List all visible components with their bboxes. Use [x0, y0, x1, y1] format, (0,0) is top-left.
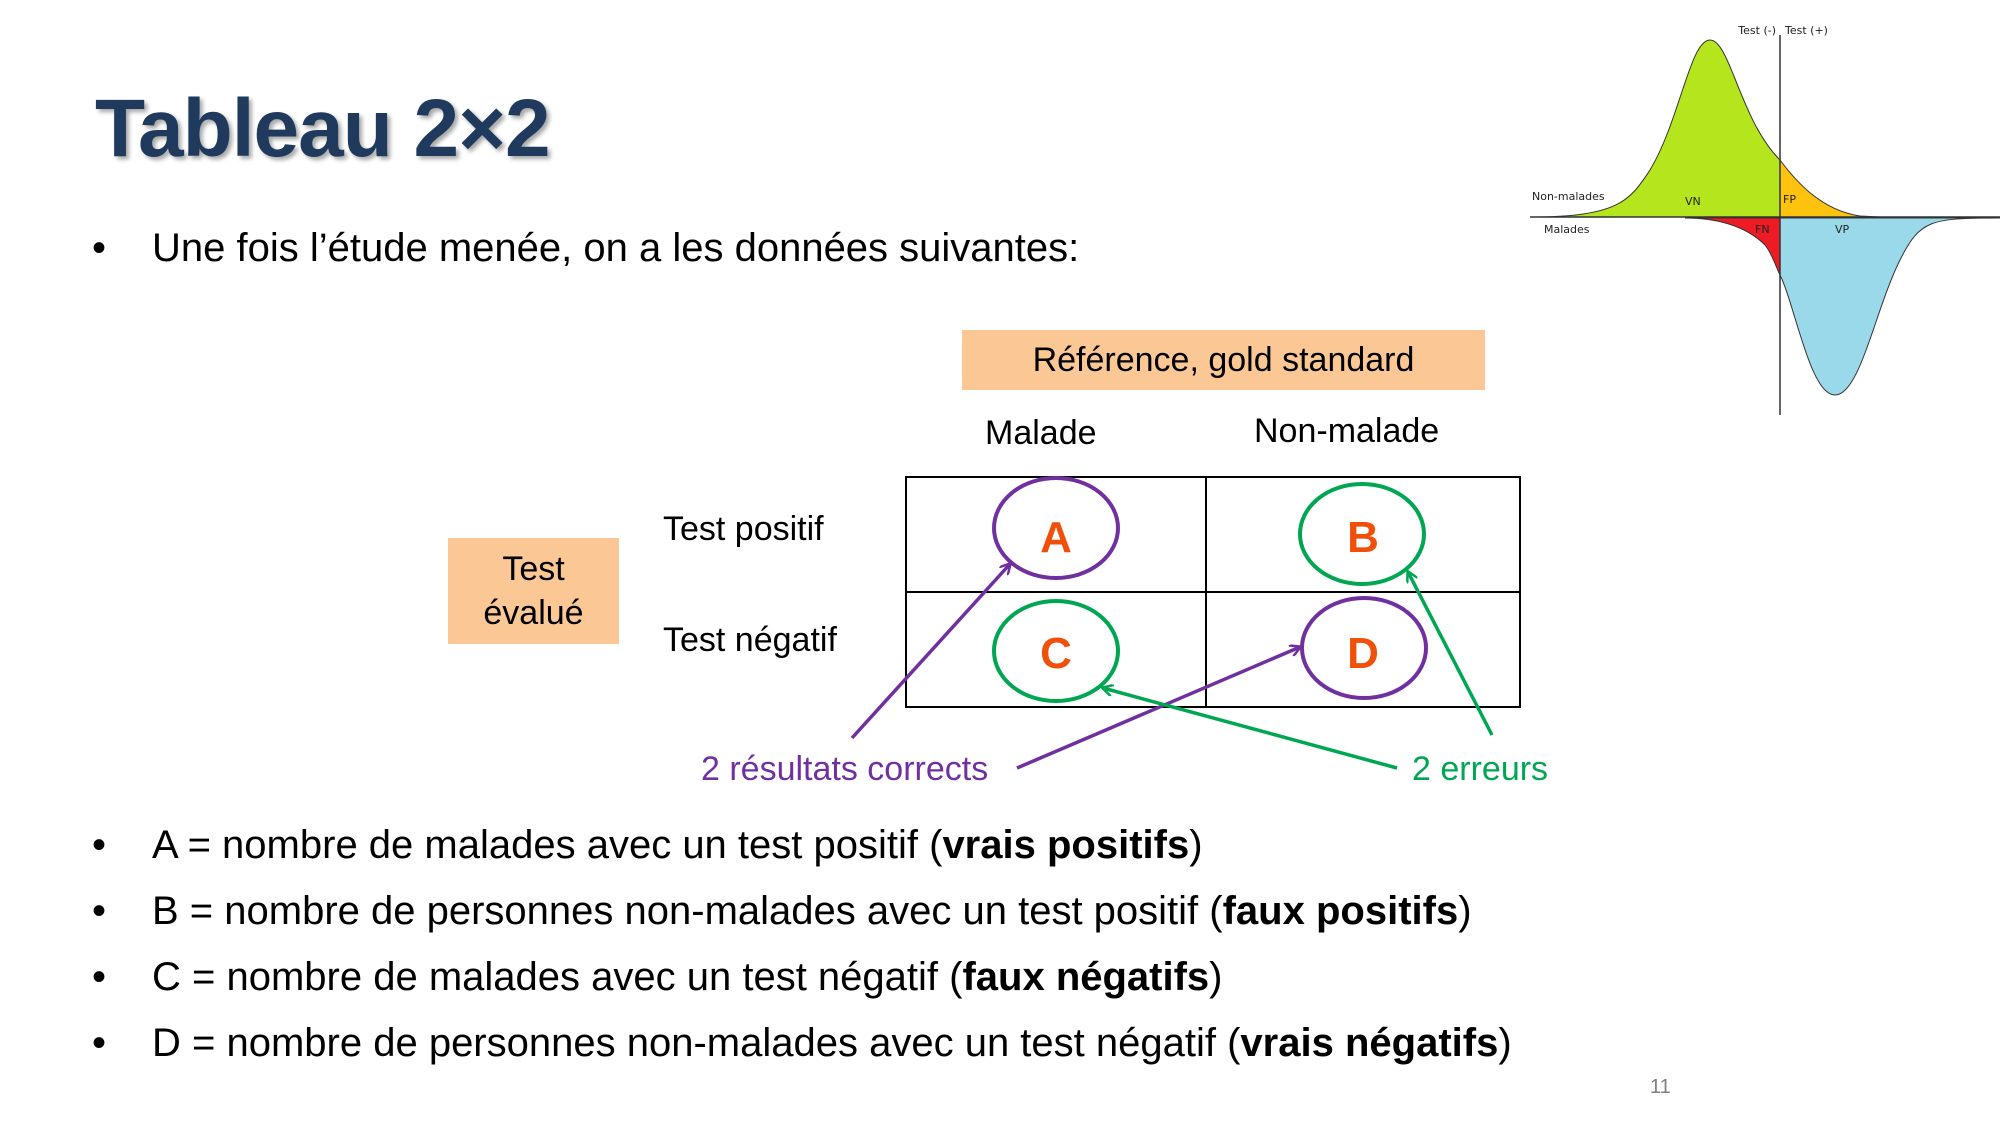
test-pos-label: Test (+): [1784, 24, 1828, 37]
test-box-line1: Test: [502, 550, 565, 588]
annotation-correct: 2 résultats corrects: [701, 750, 989, 788]
vn-region: [1530, 39, 1781, 218]
cell-d: D: [1347, 629, 1379, 678]
definition-b-end: ): [1458, 889, 1472, 933]
definition-a-term: vrais positifs: [942, 823, 1190, 867]
definition-a-text: A = nombre de malades avec un test posit…: [152, 823, 943, 867]
definition-c-text: C = nombre de malades avec un test négat…: [152, 955, 963, 999]
bullet-dot: •: [92, 1021, 107, 1065]
bullet-dot: •: [92, 955, 107, 999]
arrow-correct-to-d: [1016, 647, 1300, 770]
fp-label: FP: [1783, 193, 1796, 206]
definition-d-term: vrais négatifs: [1240, 1021, 1499, 1065]
bullet-dot: •: [92, 226, 107, 270]
row-label-test-positif: Test positif: [663, 510, 824, 548]
cell-c: C: [1040, 629, 1072, 678]
definition-c-end: ): [1209, 955, 1223, 999]
definition-b-term: faux positifs: [1222, 889, 1459, 933]
non-malades-label: Non-malades: [1532, 190, 1605, 203]
definition-d: • D = nombre de personnes non-malades ave…: [92, 1021, 1512, 1066]
column-header-malade: Malade: [985, 414, 1097, 452]
bullet-dot: •: [92, 823, 107, 867]
bullet-dot: •: [92, 889, 107, 933]
definition-d-end: ): [1498, 1021, 1512, 1065]
annotation-errors: 2 erreurs: [1412, 750, 1549, 788]
test-box-line2: évalué: [483, 594, 584, 632]
arrow-correct-to-a: [850, 564, 1010, 740]
definition-b: • B = nombre de personnes non-malades ave…: [92, 889, 1472, 934]
vp-region: [1779, 217, 2000, 396]
definition-b-text: B = nombre de personnes non-malades avec…: [152, 889, 1223, 933]
circle-b: [1298, 482, 1426, 586]
arrow-error-to-b: [1408, 572, 1494, 736]
definition-a: • A = nombre de malades avec un test posi…: [92, 823, 1203, 868]
cell-b: B: [1347, 513, 1379, 562]
arrow-error-to-c: [1103, 688, 1398, 770]
definition-a-end: ): [1189, 823, 1203, 867]
definition-c-term: faux négatifs: [962, 955, 1210, 999]
reference-header: Référence, gold standard: [962, 330, 1485, 390]
vn-label: VN: [1685, 195, 1701, 208]
circle-a: [992, 476, 1120, 580]
test-neg-label: Test (-): [1737, 24, 1776, 37]
fn-region: [1684, 217, 1781, 277]
malades-label: Malades: [1544, 223, 1590, 236]
definition-d-text: D = nombre de personnes non-malades avec…: [152, 1021, 1241, 1065]
vp-label: VP: [1835, 223, 1850, 236]
cell-a: A: [1040, 513, 1072, 562]
test-evalue-box: Test évalué: [448, 538, 619, 644]
definition-c: • C = nombre de malades avec un test néga…: [92, 955, 1223, 1000]
distribution-figure: Test (-) Test (+) Non-malades Malades VN…: [1530, 24, 2000, 415]
row-label-test-negatif: Test négatif: [663, 621, 837, 659]
circle-c: [992, 599, 1120, 703]
page-number: 11: [1650, 1076, 1671, 1098]
intro-bullet: • Une fois l’étude menée, on a les donnée…: [92, 226, 1079, 271]
fn-label: FN: [1755, 223, 1770, 236]
slide-title: Tableau 2×2: [95, 83, 551, 174]
column-header-non-malade: Non-malade: [1254, 412, 1440, 450]
intro-text: Une fois l’étude menée, on a les données…: [152, 226, 1080, 270]
